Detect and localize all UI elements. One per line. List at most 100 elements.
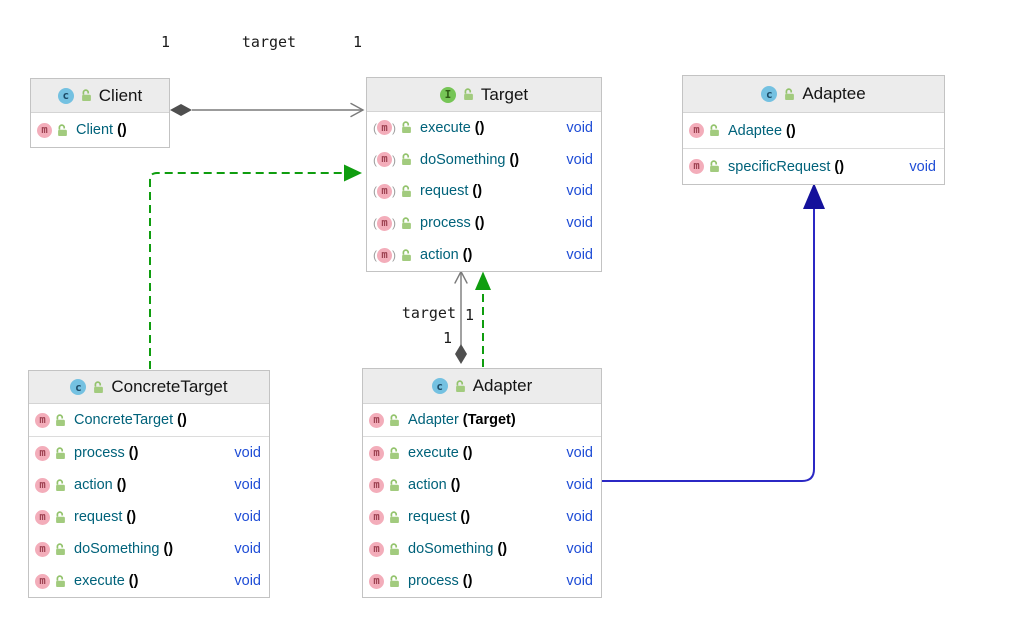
return-type: void	[566, 247, 593, 264]
return-type: void	[234, 445, 261, 461]
method-name: doSomething	[420, 151, 506, 168]
unlock-icon	[708, 124, 721, 137]
return-type: void	[234, 573, 261, 589]
method-icon: m	[35, 573, 50, 589]
method-icon: m	[35, 412, 50, 428]
association-label-adapter-target: target	[401, 304, 456, 322]
unlock-icon	[388, 542, 401, 556]
unlock-icon	[54, 510, 67, 524]
method-icon: m	[35, 477, 50, 493]
unlock-icon	[388, 510, 401, 524]
class-name: Adaptee	[802, 84, 866, 103]
method-name: process	[74, 445, 125, 461]
method-icon: m	[369, 541, 384, 557]
method-args: ()	[177, 412, 187, 428]
dependency-edge-adapter-adaptee[interactable]	[602, 183, 825, 482]
paren-glyph: (	[373, 184, 377, 199]
method-args: ()	[497, 541, 508, 557]
method-name: Client	[76, 122, 114, 138]
unlock-icon	[388, 478, 401, 492]
method-icon: m	[689, 123, 704, 138]
multiplicity-label-adapter-lower: 1	[443, 329, 453, 347]
abstract-method-icon: (m)	[373, 183, 396, 199]
method-args: ()	[460, 509, 471, 525]
method-row-execute[interactable]: (m)execute()void	[367, 112, 601, 144]
method-icon: m	[689, 159, 704, 174]
unlock-icon	[54, 478, 67, 492]
class-header-adapter[interactable]: c Adapter	[363, 369, 601, 404]
unlock-icon	[400, 153, 413, 166]
method-name: ConcreteTarget	[74, 412, 174, 428]
paren-glyph: )	[392, 152, 396, 167]
return-type: void	[566, 215, 593, 232]
method-row-process[interactable]: (m)process()void	[367, 207, 601, 239]
method-args: (Target)	[462, 412, 516, 428]
paren-glyph: )	[392, 216, 396, 231]
member-section: (m)execute()void(m)doSomething()void(m)r…	[367, 112, 601, 271]
class-icon: c	[761, 86, 778, 102]
unlock-icon	[54, 446, 67, 460]
method-name: action	[74, 477, 113, 493]
method-name: process	[408, 573, 459, 589]
unlock-icon	[388, 446, 401, 460]
multiplicity-label-target: 1	[353, 33, 363, 51]
method-name: execute	[408, 445, 459, 461]
class-header-adaptee[interactable]: c Adaptee	[683, 76, 944, 113]
method-args: ()	[462, 445, 473, 461]
realization-edge-adapter-target[interactable]	[475, 271, 491, 368]
method-icon: m	[369, 412, 384, 428]
unlock-icon	[400, 217, 413, 230]
realization-edge-concretetarget-target[interactable]	[149, 164, 362, 370]
method-args: ()	[450, 477, 461, 493]
method-name: execute	[74, 573, 125, 589]
class-name: Adapter	[472, 376, 533, 395]
method-row-request[interactable]: (m)request()void	[367, 176, 601, 208]
unlock-icon	[92, 380, 105, 394]
return-type: void	[566, 509, 593, 525]
method-icon: m	[377, 247, 392, 263]
association-label-client-target: target	[241, 33, 297, 51]
method-icon: m	[377, 152, 392, 168]
method-name: action	[408, 477, 447, 493]
method-args: ()	[128, 445, 139, 461]
method-icon: m	[377, 215, 392, 231]
class-icon: c	[431, 378, 448, 394]
method-args: ()	[462, 573, 473, 589]
method-row-action[interactable]: (m)action()void	[367, 239, 601, 271]
method-row-ConcreteTarget[interactable]: m ConcreteTarget()	[29, 404, 269, 436]
aggregation-edge-client-target[interactable]	[170, 102, 365, 118]
paren-glyph: (	[373, 152, 377, 167]
return-type: void	[234, 477, 261, 493]
method-name: action	[420, 247, 459, 264]
method-args: ()	[474, 215, 485, 232]
return-type: void	[566, 183, 593, 200]
method-name: doSomething	[74, 541, 160, 557]
class-name: Client	[98, 85, 143, 105]
method-row-doSomething[interactable]: (m)doSomething()void	[367, 144, 601, 176]
paren-glyph: (	[373, 248, 377, 263]
